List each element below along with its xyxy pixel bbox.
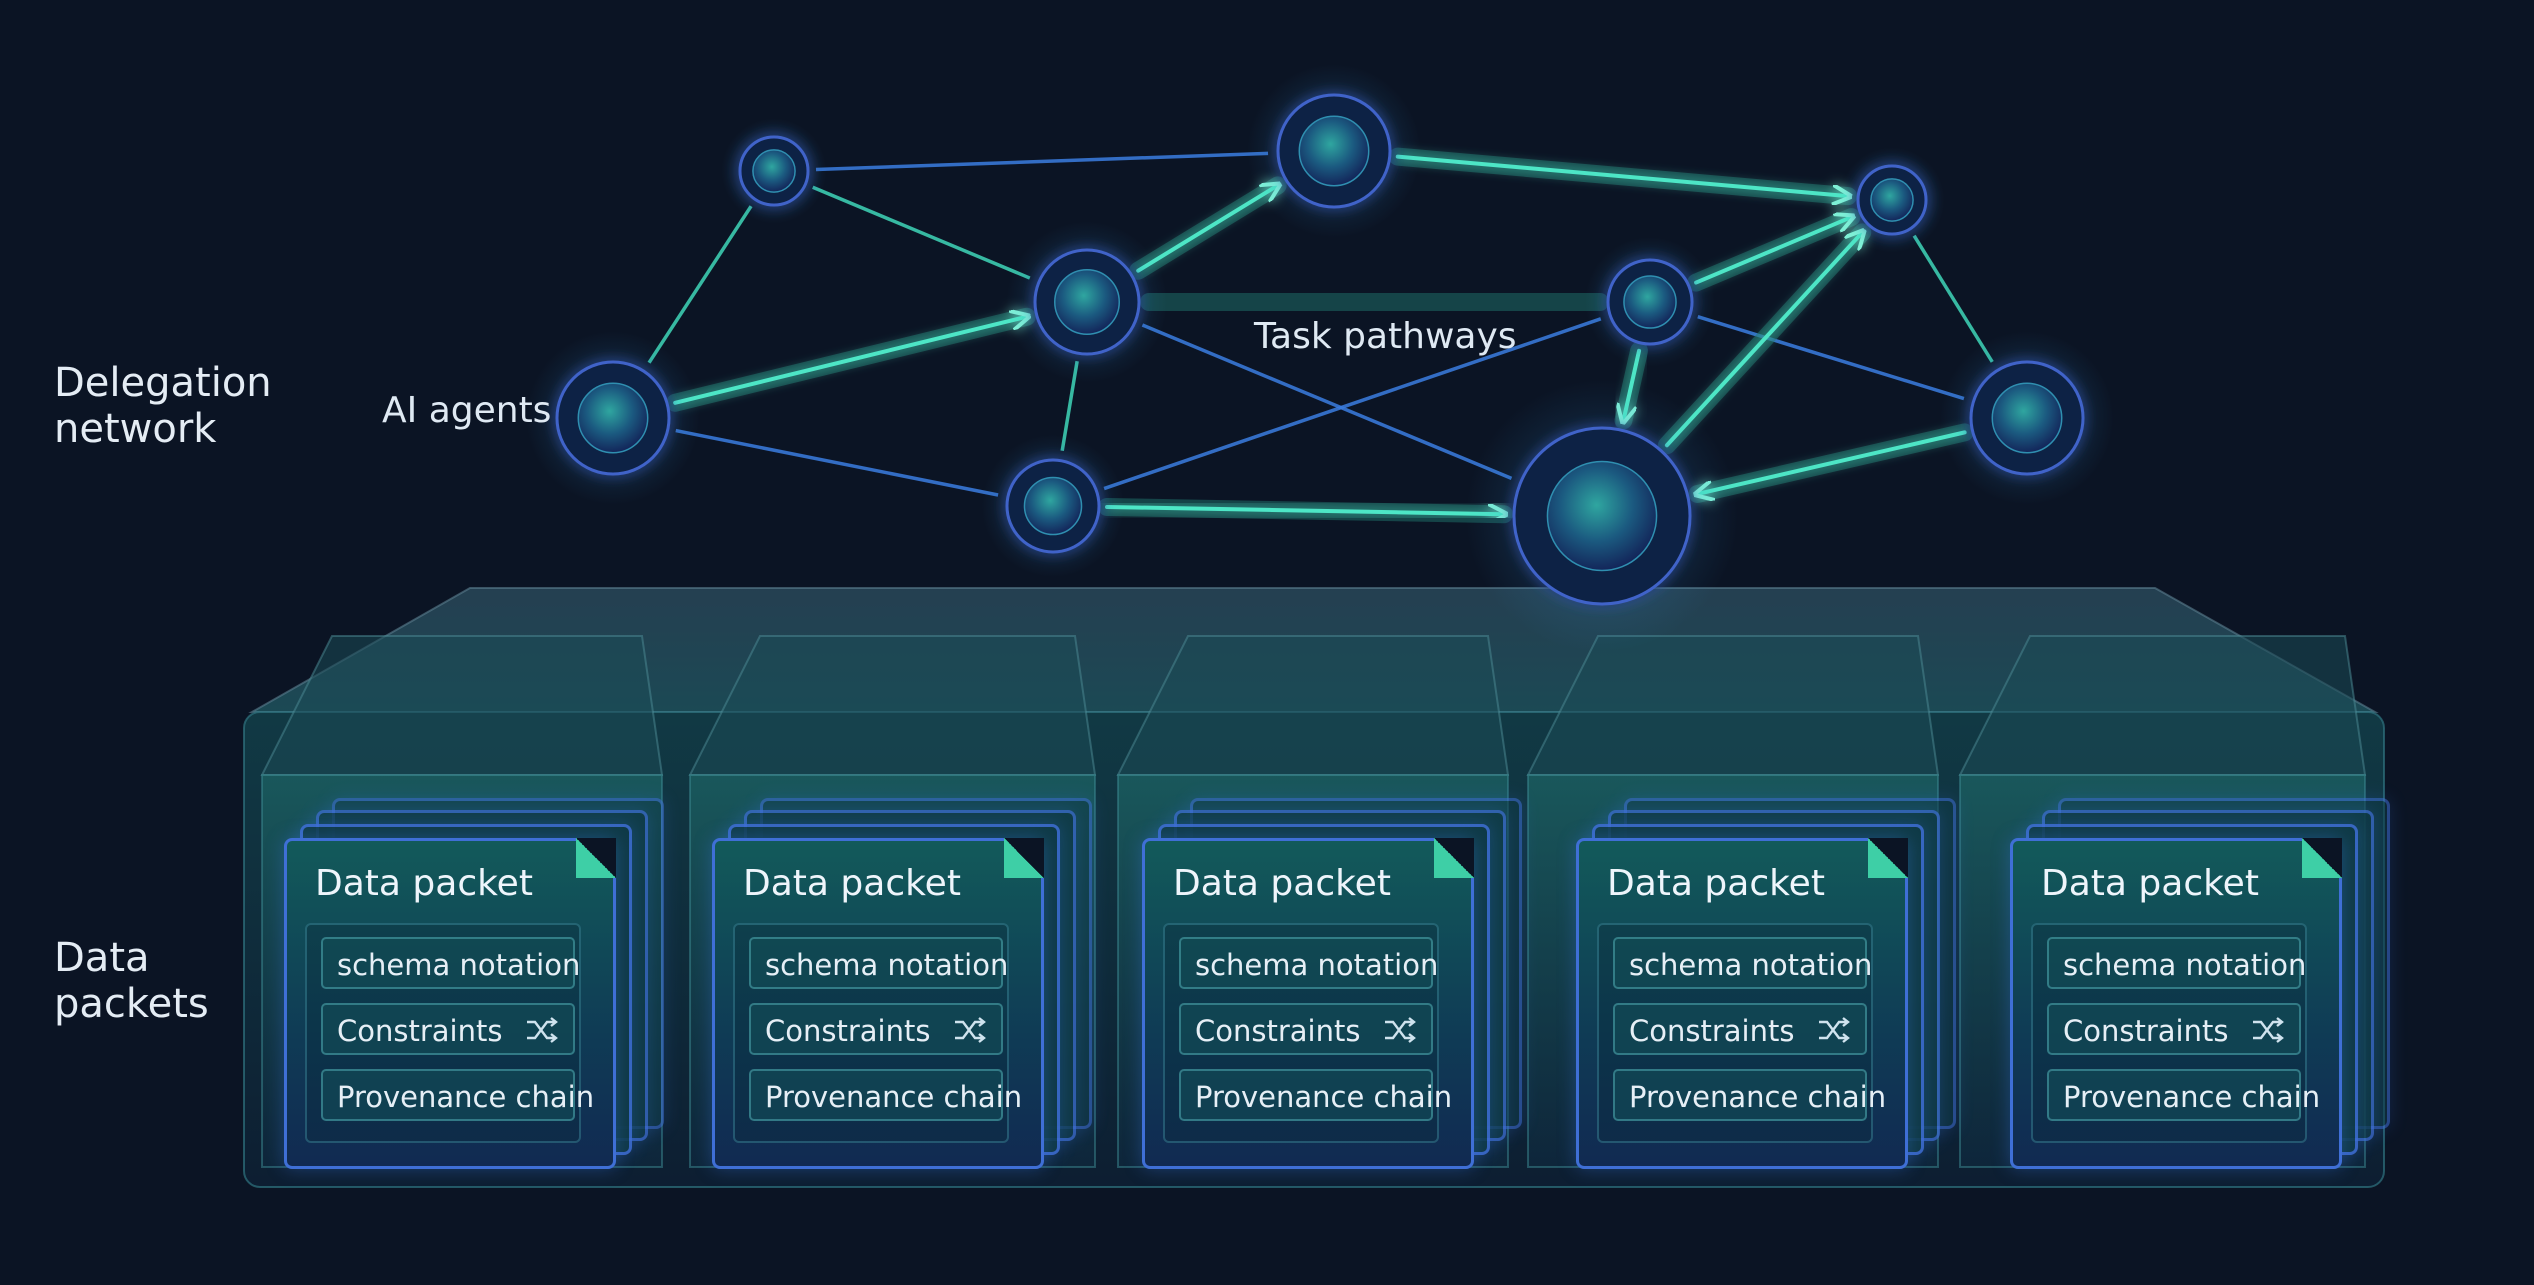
schema-notation-field: schema notation (2047, 937, 2306, 989)
agent-node-d (1006, 221, 1168, 383)
field-label: Constraints (337, 1014, 503, 1048)
link-a-f (647, 205, 753, 364)
field-label: Constraints (1195, 1014, 1361, 1048)
link-f-h (675, 428, 999, 497)
provenance-chain-field: Provenance chain (1179, 1069, 1452, 1121)
folded-corner (576, 838, 616, 878)
constraints-field: Constraints (2047, 1003, 2301, 1055)
field-label: Constraints (2063, 1014, 2229, 1048)
folded-corner (1434, 838, 1474, 878)
constraints-field: Constraints (1613, 1003, 1867, 1055)
shuffle-icon (1819, 1017, 1850, 1043)
link-e-g (1697, 315, 1965, 401)
folded-corner (1004, 838, 1044, 878)
shuffle-icon (527, 1017, 558, 1043)
folded-corner (2302, 838, 2342, 878)
task-pathways-label: Task pathways (1254, 316, 1517, 357)
constraints-field: Constraints (749, 1003, 1003, 1055)
agent-node-i (1465, 379, 1739, 653)
link-a-b (815, 151, 1269, 172)
field-label: schema notation (1195, 948, 1439, 982)
link-c-g (1912, 234, 1994, 363)
shuffle-icon (1385, 1017, 1416, 1043)
schema-notation-field: schema notation (749, 937, 1008, 989)
provenance-chain-field: Provenance chain (1613, 1069, 1886, 1121)
field-label: schema notation (2063, 948, 2307, 982)
provenance-chain-field: Provenance chain (2047, 1069, 2320, 1121)
pathway-e-c (1687, 208, 1861, 292)
agent-node-h (981, 434, 1125, 578)
shuffle-icon (955, 1017, 986, 1043)
folded-corner (1868, 838, 1908, 878)
agent-node-b (1247, 64, 1421, 238)
field-label: Provenance chain (1629, 1080, 1887, 1114)
pathway-h-i (1097, 497, 1514, 514)
constraints-field: Constraints (1179, 1003, 1433, 1055)
schema-notation-field: schema notation (321, 937, 580, 989)
field-label: Constraints (765, 1014, 931, 1048)
agent-node-g (1940, 331, 2114, 505)
field-label: schema notation (1629, 948, 1873, 982)
pathway-f-d (666, 307, 1036, 412)
field-label: schema notation (765, 948, 1009, 982)
data-packets-label: Data packets (54, 935, 209, 1027)
pathway-i-c (1657, 223, 1872, 455)
field-label: Provenance chain (2063, 1080, 2321, 1114)
provenance-chain-field: Provenance chain (321, 1069, 594, 1121)
packet-title: Data packet (1607, 863, 1825, 904)
agent-node-f (526, 331, 700, 505)
field-label: Provenance chain (337, 1080, 595, 1114)
field-label: schema notation (337, 948, 581, 982)
agent-node-c (1839, 147, 1945, 253)
link-a-d (812, 185, 1031, 280)
packet-title: Data packet (2041, 863, 2259, 904)
packet-title: Data packet (315, 863, 533, 904)
link-d-i (1141, 323, 1513, 481)
schema-notation-field: schema notation (1613, 937, 1872, 989)
delegation-network-label: Delegation network (54, 360, 272, 452)
agent-node-a (721, 118, 827, 224)
agent-nodes (526, 64, 2114, 653)
shuffle-icon (2253, 1017, 2284, 1043)
field-label: Constraints (1629, 1014, 1795, 1048)
pathway-b-c (1388, 147, 1858, 197)
packet-title: Data packet (1173, 863, 1391, 904)
packet-title: Data packet (743, 863, 961, 904)
schema-notation-field: schema notation (1179, 937, 1438, 989)
link-h-e (1103, 317, 1602, 491)
constraints-field: Constraints (321, 1003, 575, 1055)
pathway-g-i (1688, 423, 1974, 503)
ai-agents-label: AI agents (382, 390, 552, 431)
agent-node-e (1584, 236, 1716, 368)
field-label: Provenance chain (1195, 1080, 1453, 1114)
field-label: Provenance chain (765, 1080, 1023, 1114)
pathway-d-b (1129, 176, 1287, 280)
network-links (647, 147, 1994, 514)
provenance-chain-field: Provenance chain (749, 1069, 1022, 1121)
